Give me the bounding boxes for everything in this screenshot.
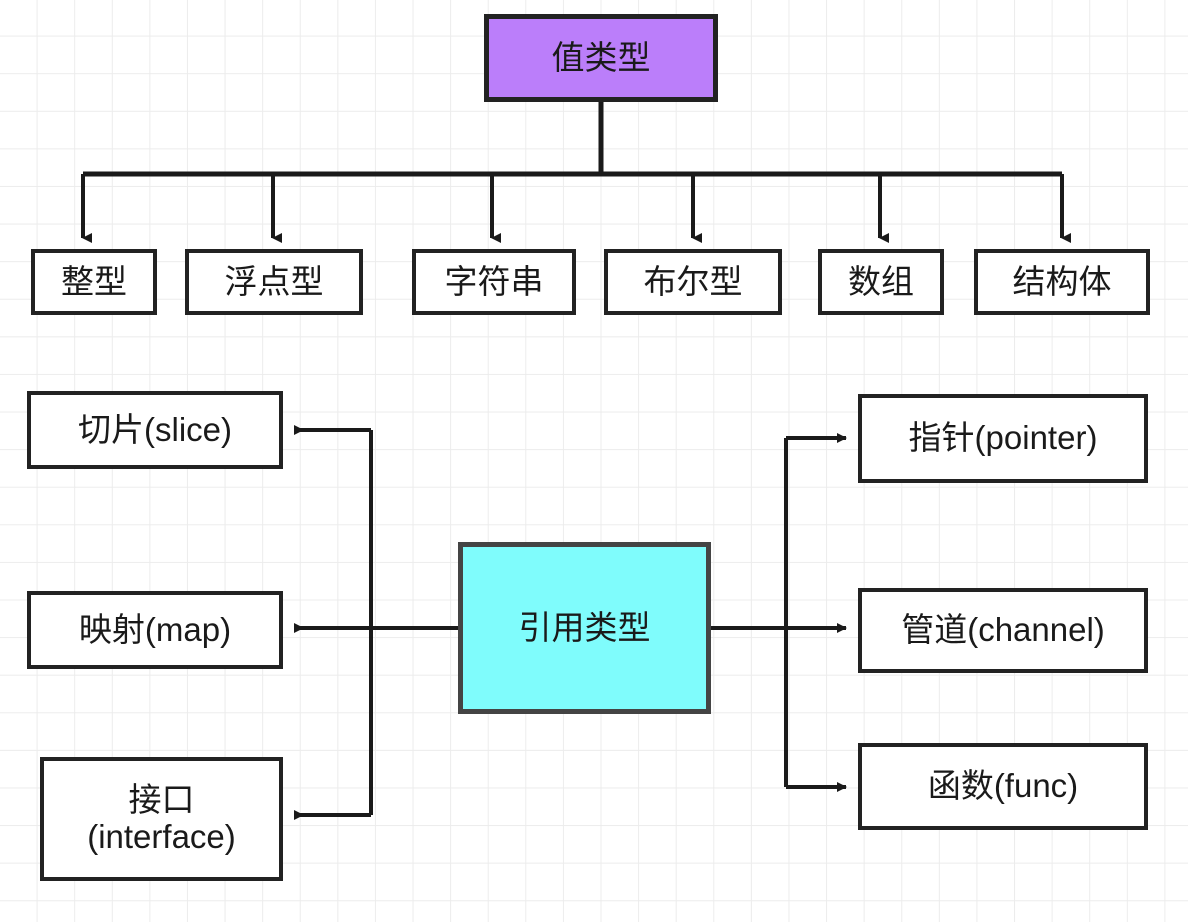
node-reference-type[interactable]: 引用类型 [458,542,711,714]
node-boolean[interactable]: 布尔型 [604,249,782,315]
node-string[interactable]: 字符串 [412,249,576,315]
node-func[interactable]: 函数(func) [858,743,1148,830]
node-float[interactable]: 浮点型 [185,249,363,315]
node-integer[interactable]: 整型 [31,249,157,315]
node-value-type[interactable]: 值类型 [484,14,718,102]
node-struct[interactable]: 结构体 [974,249,1150,315]
node-array[interactable]: 数组 [818,249,944,315]
node-channel[interactable]: 管道(channel) [858,588,1148,673]
node-pointer[interactable]: 指针(pointer) [858,394,1148,483]
node-interface[interactable]: 接口 (interface) [40,757,283,881]
node-map[interactable]: 映射(map) [27,591,283,669]
node-slice[interactable]: 切片(slice) [27,391,283,469]
